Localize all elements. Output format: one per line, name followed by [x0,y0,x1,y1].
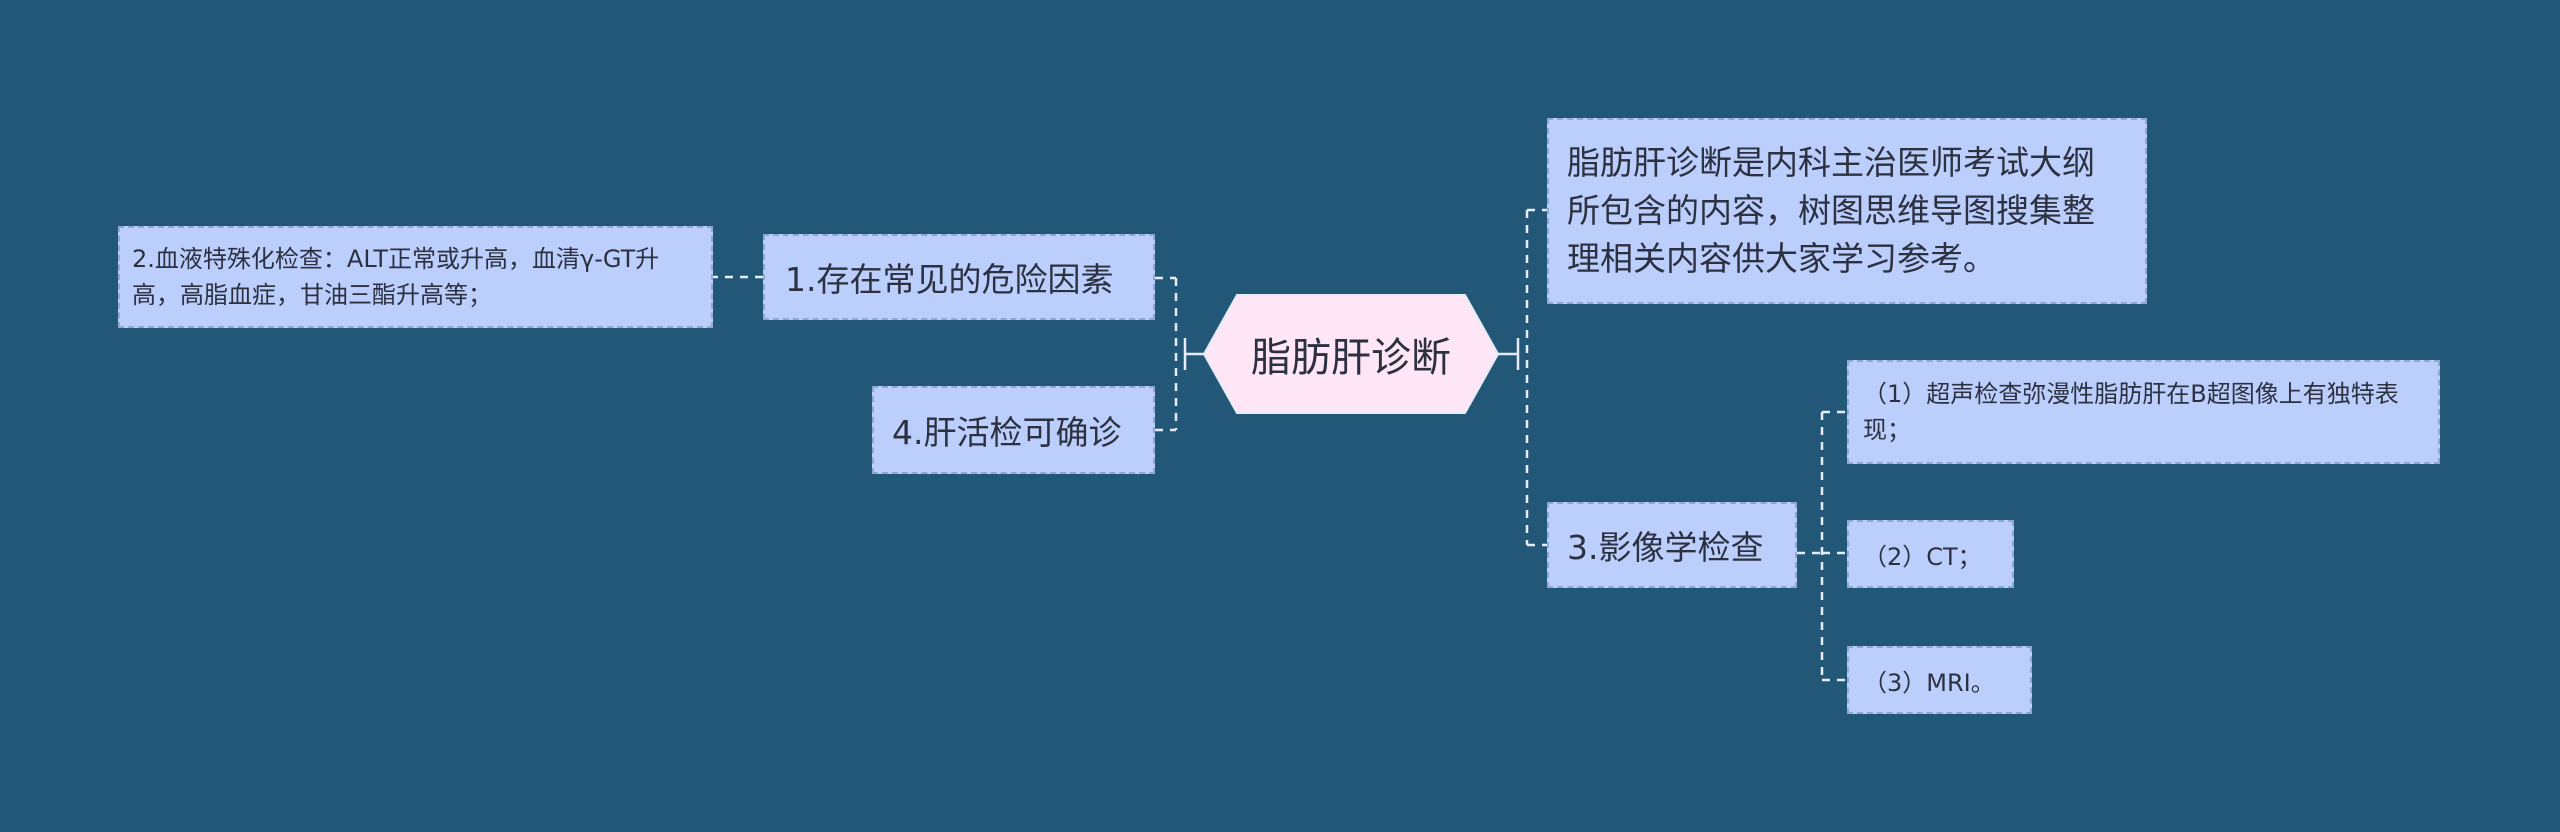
node-imaging-mri-label: （3）MRI。 [1863,668,1995,697]
node-blood-tests-label: 2.血液特殊化检查：ALT正常或升高，血清γ-GT升高，高脂血症，甘油三酯升高等… [132,245,660,309]
node-liver-biopsy-label: 4.肝活检可确诊 [892,413,1122,452]
node-blood-tests[interactable]: 2.血液特殊化检查：ALT正常或升高，血清γ-GT升高，高脂血症，甘油三酯升高等… [118,226,713,328]
node-imaging-ct[interactable]: （2）CT； [1847,520,2014,588]
node-imaging-ct-label: （2）CT； [1863,542,1982,571]
node-imaging[interactable]: 3.影像学检查 [1547,502,1797,588]
node-risk-factors-label: 1.存在常见的危险因素 [785,260,1114,299]
node-description-label: 脂肪肝诊断是内科主治医师考试大纲所包含的内容，树图思维导图搜集整理相关内容供大家… [1567,143,2095,278]
node-risk-factors[interactable]: 1.存在常见的危险因素 [763,234,1155,320]
node-imaging-ultrasound[interactable]: （1）超声检查弥漫性脂肪肝在B超图像上有独特表现； [1847,360,2440,464]
node-liver-biopsy[interactable]: 4.肝活检可确诊 [872,386,1155,474]
node-imaging-label: 3.影像学检查 [1567,528,1764,567]
central-topic-node[interactable]: 脂肪肝诊断 [1205,296,1497,412]
central-topic-label: 脂肪肝诊断 [1251,335,1451,381]
node-description[interactable]: 脂肪肝诊断是内科主治医师考试大纲所包含的内容，树图思维导图搜集整理相关内容供大家… [1547,118,2147,304]
node-imaging-ultrasound-label: （1）超声检查弥漫性脂肪肝在B超图像上有独特表现； [1863,380,2399,444]
node-imaging-mri[interactable]: （3）MRI。 [1847,646,2032,714]
central-topic-outline [1203,294,1499,414]
